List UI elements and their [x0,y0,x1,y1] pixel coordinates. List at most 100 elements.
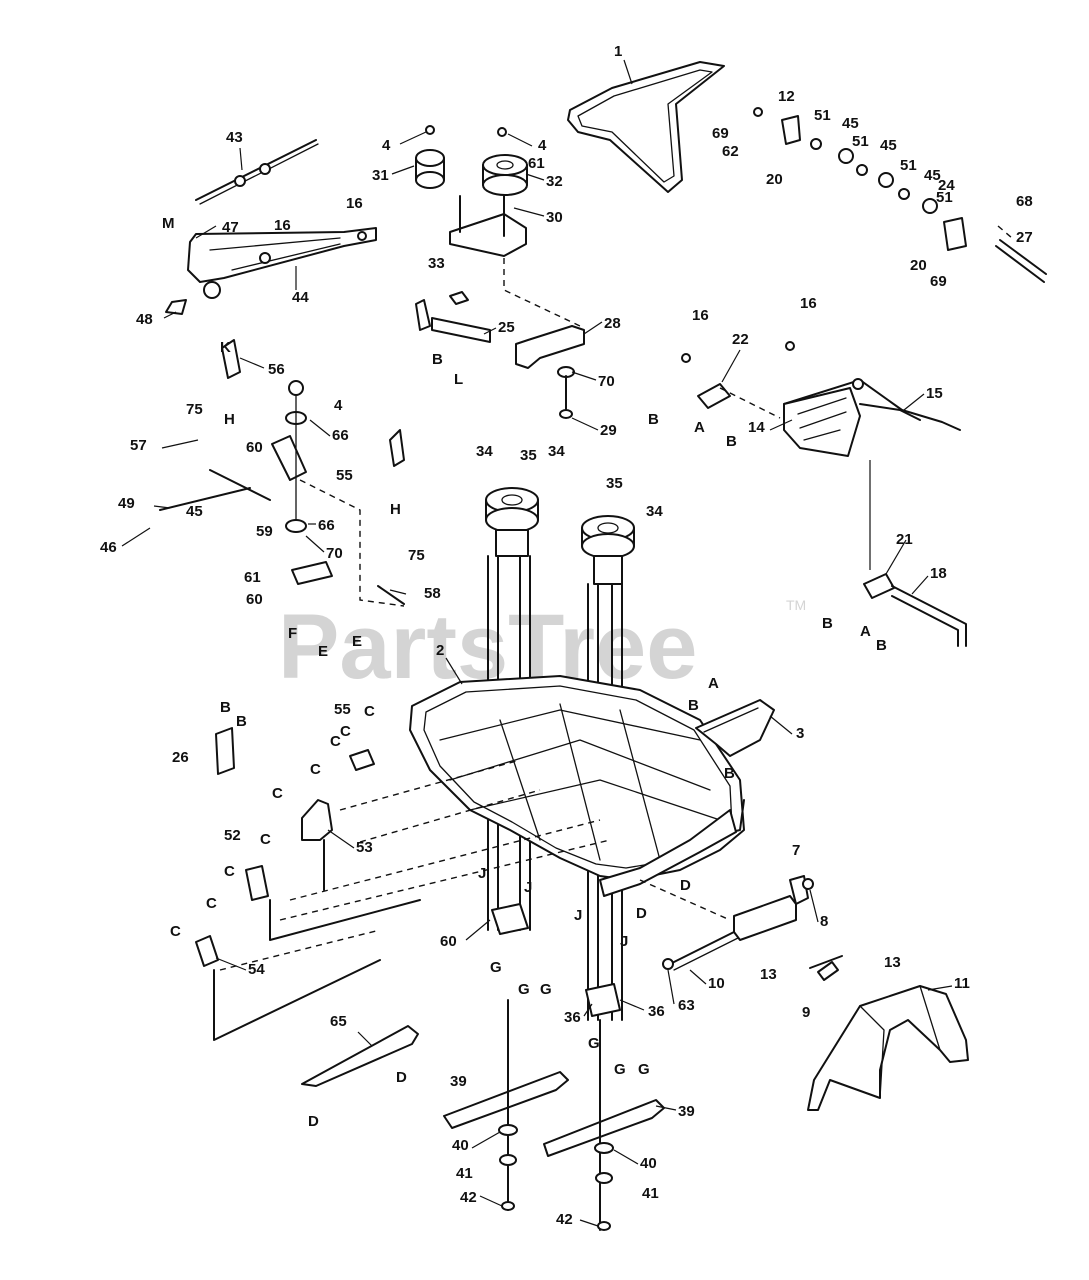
pto-linkage [753,107,1047,283]
ref-letter-d: D [680,877,691,894]
callout-66: 66 [332,427,349,444]
callout-13: 13 [884,954,901,971]
callout-51: 51 [900,157,917,174]
callout-69: 69 [930,273,947,290]
ref-letter-f: F [288,625,297,642]
ref-letter-g: G [490,959,502,976]
callout-45: 45 [842,115,859,132]
callout-35: 35 [606,475,623,492]
callout-34: 34 [548,443,565,460]
leader-lines [121,59,953,1227]
callout-4: 4 [538,137,547,154]
callout-47: 47 [222,219,239,236]
ref-letter-e: E [352,633,362,650]
callout-56: 56 [268,361,285,378]
clip-part [165,299,187,315]
ref-letter-m: M [162,215,175,232]
callout-40: 40 [452,1137,469,1154]
callout-65: 65 [330,1013,347,1030]
callout-25: 25 [498,319,515,336]
ref-letter-g: G [540,981,552,998]
ref-letter-b: B [724,765,735,782]
callout-14: 14 [748,419,765,436]
callout-70: 70 [326,545,343,562]
callout-16: 16 [692,307,709,324]
callout-labels: 1 2 3 4 4 4 7 8 9 10 11 12 13 13 14 15 1… [100,43,1033,1228]
callout-43: 43 [226,129,243,146]
callout-57: 57 [130,437,147,454]
callout-51: 51 [852,133,869,150]
mount-bracket [415,258,585,419]
callout-45: 45 [924,167,941,184]
callout-45: 45 [880,137,897,154]
callout-9: 9 [802,1004,810,1021]
blade-assemblies [301,903,665,1231]
ref-letter-j: J [524,879,532,896]
ref-letter-c: C [364,703,375,720]
ref-letter-d: D [636,905,647,922]
callout-36: 36 [564,1009,581,1026]
callout-61: 61 [244,569,261,586]
callout-16: 16 [274,217,291,234]
height-adjust-stack [159,339,405,607]
callout-11: 11 [954,975,970,992]
callout-52: 52 [224,827,241,844]
callout-26: 26 [172,749,189,766]
callout-58: 58 [424,585,441,602]
callout-59: 59 [256,523,273,540]
lift-bracket [681,341,961,570]
callout-51: 51 [814,107,831,124]
callout-75: 75 [186,401,203,418]
callout-10: 10 [708,975,725,992]
ref-letter-g: G [638,1061,650,1078]
callout-66: 66 [318,517,335,534]
pin-clip [809,955,843,981]
ref-letter-c: C [260,831,271,848]
ref-letter-a: A [708,675,719,692]
callout-20: 20 [766,171,783,188]
ref-letter-e: E [318,643,328,660]
mower-deck [409,675,745,897]
shift-bracket [187,227,377,299]
cable-assembly [195,139,319,205]
callout-2: 2 [436,642,444,659]
callout-68: 68 [1016,193,1033,210]
ref-letter-c: C [206,895,217,912]
callout-60: 60 [246,439,263,456]
callout-40: 40 [640,1155,657,1172]
callout-36: 36 [648,1003,665,1020]
callout-60: 60 [246,591,263,608]
callout-34: 34 [646,503,663,520]
discharge-chute [807,985,969,1111]
ref-letter-j: J [478,865,486,882]
callout-48: 48 [136,311,153,328]
ref-letter-b: B [876,637,887,654]
callout-60: 60 [440,933,457,950]
ref-letter-c: C [272,785,283,802]
callout-13: 13 [760,966,777,983]
hanger-brackets-left [195,727,611,1041]
ref-letter-c: C [310,761,321,778]
callout-4: 4 [334,397,343,414]
callout-45: 45 [186,503,203,520]
callout-70: 70 [598,373,615,390]
ref-letter-b: B [236,713,247,730]
callout-55: 55 [334,701,351,718]
lift-link-arm [863,573,967,647]
callout-53: 53 [356,839,373,856]
ref-letter-g: G [588,1035,600,1052]
ref-letter-d: D [396,1069,407,1086]
callout-44: 44 [292,289,309,306]
callout-49: 49 [118,495,135,512]
ref-letter-c: C [330,733,341,750]
deck-bracket-right [695,699,775,757]
callout-51: 51 [936,189,953,206]
ref-letter-b: B [220,699,231,716]
ref-letter-b: B [648,411,659,428]
ref-letter-b: B [822,615,833,632]
callout-39: 39 [450,1073,467,1090]
ref-letter-k: K [220,339,231,356]
callout-8: 8 [820,913,828,930]
